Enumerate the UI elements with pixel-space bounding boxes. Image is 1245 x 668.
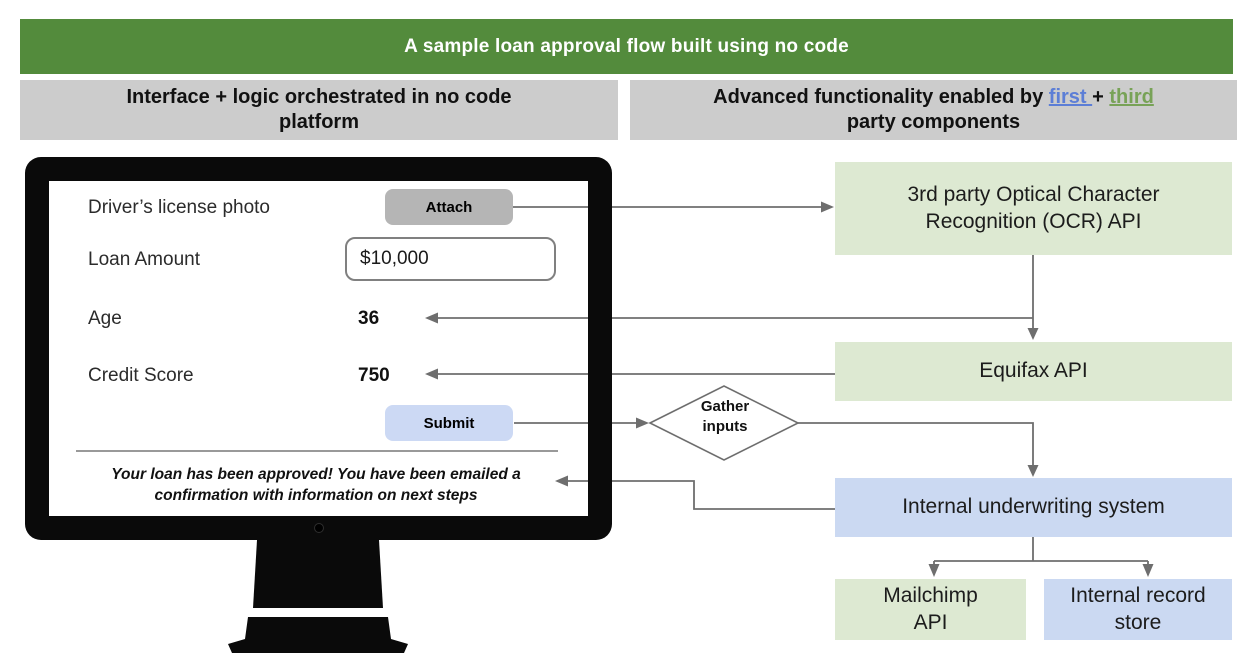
arrowhead-recordstore	[1142, 564, 1154, 577]
monitor-stand-neck	[253, 540, 383, 608]
page-title: A sample loan approval flow built using …	[404, 35, 849, 57]
flow-node-underwriting-label: Internal underwriting system	[902, 495, 1165, 519]
plus-sign: +	[1092, 86, 1110, 108]
arrowhead-gather	[636, 417, 649, 429]
arrowhead-equifax	[1027, 328, 1039, 340]
age-value: 36	[358, 308, 380, 329]
arrowhead-mailchimp	[928, 564, 940, 577]
arrowhead-age	[425, 312, 438, 324]
gather-inputs-label: Gather inputs	[700, 398, 750, 435]
monitor-stand-base	[228, 617, 408, 653]
column-header-right-text: Advanced functionality enabled by	[713, 86, 1049, 108]
flow-node-recordstore-label: Internal record store	[1070, 584, 1206, 634]
column-header-right-line2: party components	[846, 111, 1021, 133]
flow-node-ocr: 3rd party Optical Character Recognition …	[835, 162, 1232, 255]
arrow-underwriting-to-confirmation	[567, 480, 835, 510]
column-header-right: Advanced functionality enabled by first …	[630, 80, 1237, 140]
approval-confirmation-text: Your loan has been approved! You have be…	[111, 466, 521, 505]
arrowhead-confirmation	[555, 475, 568, 487]
arrowhead-creditscore	[425, 368, 438, 380]
monitor-screen	[49, 181, 588, 516]
title-banner: A sample loan approval flow built using …	[20, 19, 1233, 74]
loan-amount-input[interactable]	[345, 237, 556, 281]
flow-node-mailchimp-label: Mailchimp API	[883, 584, 978, 634]
flow-node-recordstore: Internal record store	[1044, 579, 1232, 640]
submit-button[interactable]: Submit	[385, 405, 513, 441]
column-header-left-text: Interface + logic orchestrated in no cod…	[126, 86, 512, 133]
flow-node-ocr-label: 3rd party Optical Character Recognition …	[907, 183, 1160, 233]
form-divider	[76, 450, 558, 452]
credit-score-value: 750	[358, 365, 390, 386]
loan-amount-label: Loan Amount	[88, 249, 200, 270]
gather-inputs-diamond	[648, 385, 800, 461]
third-party-link[interactable]: third	[1109, 86, 1154, 108]
arrow-underwriting-split	[933, 537, 1149, 564]
monitor-camera-dot	[314, 523, 324, 533]
arrowhead-ocr	[821, 201, 834, 213]
flow-node-underwriting: Internal underwriting system	[835, 478, 1232, 537]
flow-node-mailchimp: Mailchimp API	[835, 579, 1026, 640]
arrow-gather-to-underwriting	[798, 422, 1034, 465]
attach-button[interactable]: Attach	[385, 189, 513, 225]
age-label: Age	[88, 308, 122, 329]
flow-node-equifax-label: Equifax API	[979, 359, 1088, 383]
drivers-license-label: Driver’s license photo	[88, 197, 270, 218]
arrowhead-underwriting	[1027, 465, 1039, 477]
credit-score-label: Credit Score	[88, 365, 194, 386]
first-party-link[interactable]: first	[1048, 86, 1093, 108]
flow-node-equifax: Equifax API	[835, 342, 1232, 401]
column-header-left: Interface + logic orchestrated in no cod…	[20, 80, 618, 140]
